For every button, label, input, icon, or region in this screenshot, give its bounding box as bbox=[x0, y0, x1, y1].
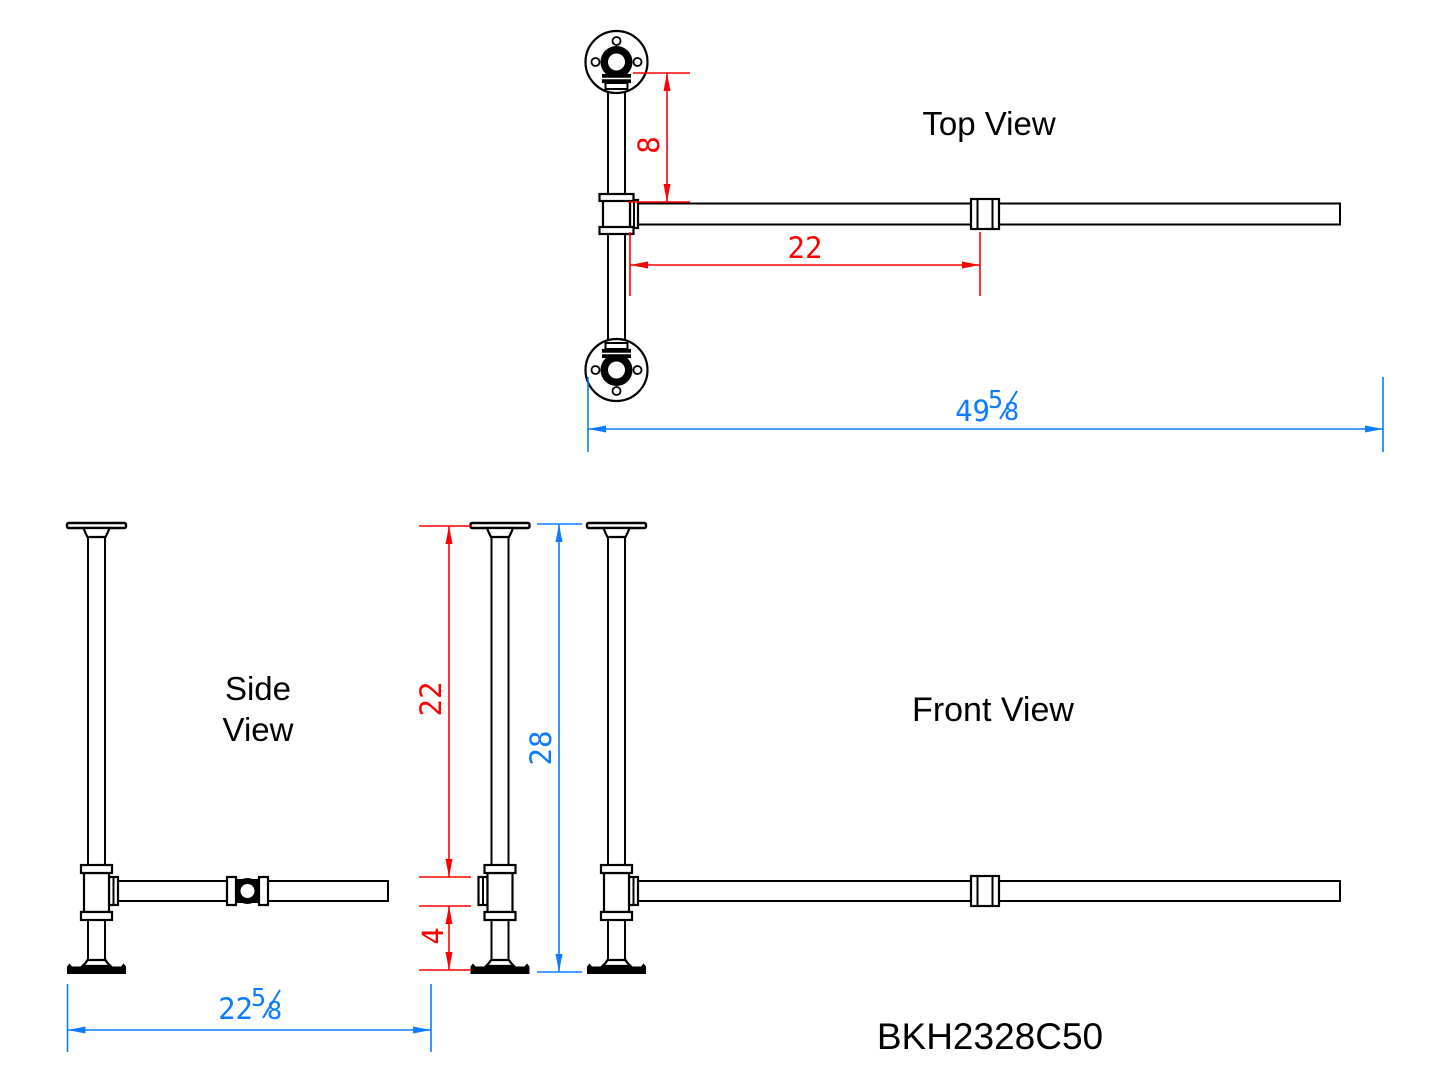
front-view-left-leg bbox=[585, 521, 648, 976]
dim-text-49-numerator: 5 bbox=[988, 385, 1003, 414]
top-crossbar-right bbox=[994, 202, 1341, 226]
top-view: 8 22 49 5 8 Top View bbox=[586, 31, 1384, 452]
front-crossbar-right bbox=[993, 880, 1341, 902]
fraction-slash bbox=[262, 989, 281, 1019]
dim-text-49-denominator: 8 bbox=[1004, 397, 1019, 426]
dim-text-28: 28 bbox=[524, 731, 558, 766]
dim-text-225-numerator: 5 bbox=[251, 983, 266, 1012]
front-view: 28 Front View bbox=[524, 521, 1341, 976]
top-crossbar-left bbox=[629, 202, 976, 226]
side-crossbar-left bbox=[111, 880, 233, 902]
front-crossbar-left bbox=[632, 880, 977, 902]
side-view-right-leg bbox=[469, 521, 531, 976]
front-view-label: Front View bbox=[912, 691, 1074, 729]
fraction-slash bbox=[999, 390, 1018, 420]
dim-overall-depth: 22 5 8 bbox=[66, 983, 432, 1052]
dim-flange-to-crossbar: 8 bbox=[628, 72, 690, 203]
dim-text-22-side: 22 bbox=[414, 682, 448, 717]
side-view-label-line1: Side bbox=[225, 670, 291, 707]
dim-overall-height: 28 bbox=[524, 523, 582, 973]
dim-leg-upper: 22 bbox=[414, 525, 471, 878]
dim-text-225-denominator: 8 bbox=[267, 996, 282, 1025]
dim-text-49-whole: 49 bbox=[955, 394, 990, 428]
dim-crossbar-to-center: 22 bbox=[629, 231, 981, 296]
side-crossbar-right bbox=[262, 880, 389, 902]
dim-text-225-whole: 22 bbox=[218, 992, 253, 1026]
dim-overall-width: 49 5 8 bbox=[587, 377, 1384, 452]
top-view-left-leg bbox=[586, 31, 648, 401]
front-crossbar-coupling bbox=[969, 874, 1001, 908]
model-number: BKH2328C50 bbox=[877, 1016, 1103, 1057]
top-view-label: Top View bbox=[922, 105, 1055, 142]
dim-text-8: 8 bbox=[632, 136, 666, 153]
dim-text-22-top: 22 bbox=[788, 231, 823, 265]
side-view-label-line2: View bbox=[223, 711, 294, 748]
side-view: 22 4 22 5 8 Side View bbox=[65, 521, 531, 1052]
side-center-tee bbox=[225, 875, 270, 907]
dim-crossbar-to-floor: 4 bbox=[416, 905, 471, 971]
crossbar-coupling bbox=[969, 197, 1001, 231]
side-view-left-leg bbox=[65, 521, 128, 976]
dim-text-4: 4 bbox=[416, 927, 450, 944]
